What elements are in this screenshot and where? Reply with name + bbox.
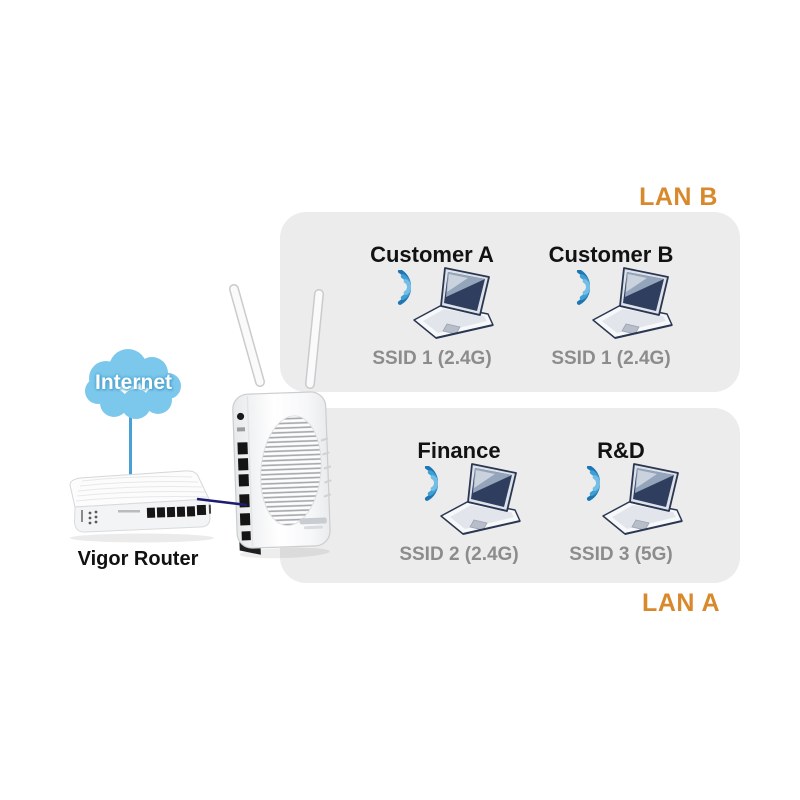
client-name: Customer A <box>370 242 494 267</box>
client-ssid: SSID 1 (2.4G) <box>372 348 492 369</box>
vigor-router-device <box>69 470 214 543</box>
link-internet-to-router <box>129 414 132 478</box>
internet-cloud-icon <box>85 349 181 419</box>
ap-left-antenna <box>229 284 265 387</box>
laptop-icon <box>592 266 676 342</box>
lan-b-label: LAN B <box>639 183 718 211</box>
client-name: R&D <box>597 438 645 463</box>
router-led-indicators <box>81 510 140 525</box>
client-customer-b: Customer B SSID 1 (2.4G) <box>533 212 689 392</box>
lan-a-label: LAN A <box>642 589 720 617</box>
client-device <box>543 462 699 538</box>
wifi-waves-icon <box>367 270 411 306</box>
client-finance: Finance SSID 2 (2.4G) <box>381 408 537 588</box>
ap-logo <box>299 517 327 530</box>
internet-label: Internet <box>94 371 172 394</box>
client-device <box>381 462 537 538</box>
router-lan-ports <box>146 504 212 518</box>
client-customer-a: Customer A SSID 1 (2.4G) <box>354 212 510 392</box>
link-router-to-ap <box>196 497 248 507</box>
wifi-waves-icon <box>394 466 438 502</box>
wireless-access-point-device <box>229 284 332 559</box>
lan-a-panel: Finance SSID 2 (2.4G) R&D SSID 3 (5G) <box>280 408 740 583</box>
client-device <box>354 266 510 342</box>
lan-b-panel: Customer A SSID 1 (2.4G) Customer B SSID… <box>280 212 740 392</box>
client-ssid: SSID 1 (2.4G) <box>551 348 671 369</box>
client-device <box>533 266 689 342</box>
router-top-texture <box>75 476 208 502</box>
ap-right-antenna <box>305 289 324 389</box>
client-ssid: SSID 2 (2.4G) <box>399 544 519 565</box>
wifi-waves-icon <box>546 270 590 306</box>
ap-side-vents <box>320 437 332 498</box>
laptop-icon <box>413 266 497 342</box>
laptop-icon <box>602 462 686 538</box>
client-rd: R&D SSID 3 (5G) <box>543 408 699 588</box>
client-name: Finance <box>417 438 501 463</box>
ap-body <box>232 391 332 559</box>
laptop-icon <box>440 462 524 538</box>
client-ssid: SSID 3 (5G) <box>569 544 673 565</box>
router-label: Vigor Router <box>77 548 199 570</box>
ap-vent-grille <box>260 415 322 527</box>
wifi-waves-icon <box>556 466 600 502</box>
client-name: Customer B <box>548 242 674 267</box>
